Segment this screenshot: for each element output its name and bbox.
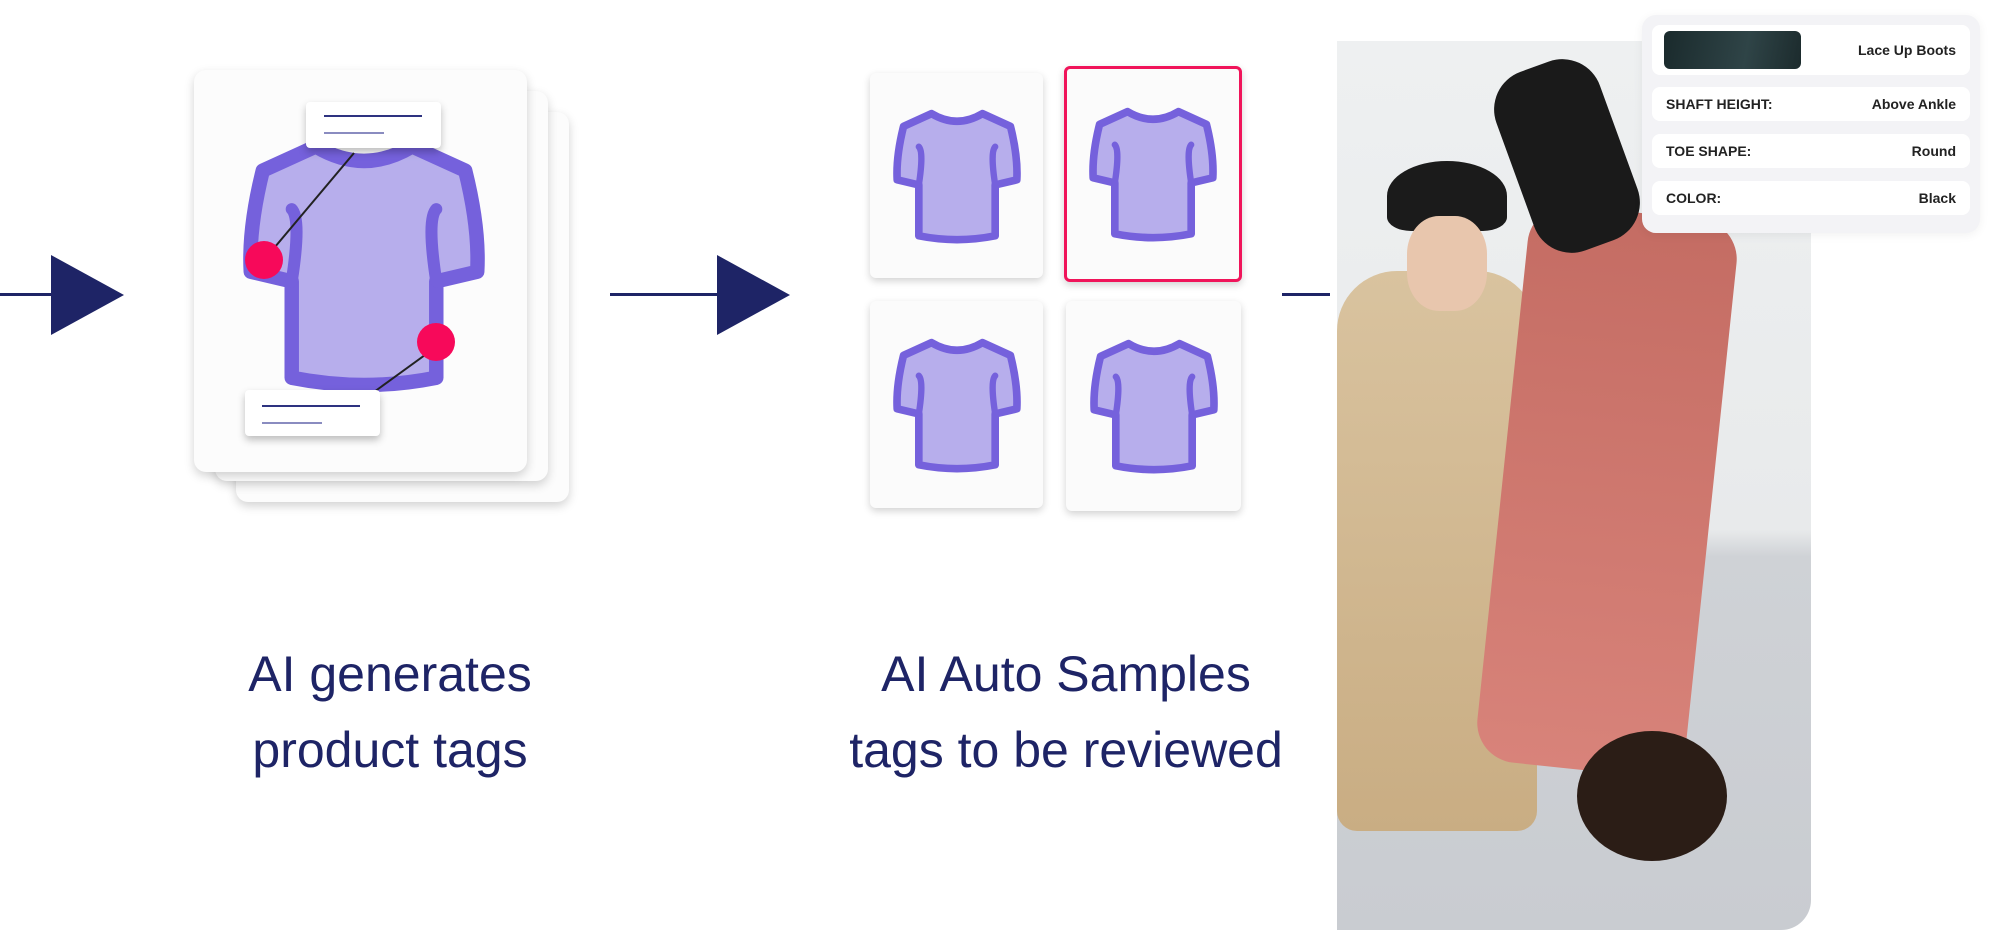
attribute-label: TOE SHAPE:	[1666, 143, 1752, 159]
tag-dot	[245, 241, 283, 279]
tshirt-icon	[1090, 336, 1218, 476]
caption-line: tags to be reviewed	[849, 722, 1283, 778]
attribute-value: Black	[1918, 190, 1956, 206]
tshirt-icon	[1089, 104, 1217, 244]
attribute-row: COLOR: Black	[1652, 181, 1970, 215]
tag-dot	[417, 323, 455, 361]
sample-tile[interactable]	[870, 301, 1043, 508]
sample-tile-selected[interactable]	[1064, 66, 1242, 282]
attribute-value: Above Ankle	[1871, 96, 1956, 112]
photo-face	[1407, 216, 1487, 311]
arrow-right-icon	[51, 255, 124, 335]
step-1-caption: AI generates product tags	[110, 636, 670, 788]
tshirt-icon	[893, 106, 1021, 246]
attribute-label: SHAFT HEIGHT:	[1666, 96, 1773, 112]
sample-tile[interactable]	[870, 73, 1043, 278]
step-2-caption: AI Auto Samples tags to be reviewed	[786, 636, 1346, 788]
attribute-value: Round	[1911, 143, 1956, 159]
attribute-label: COLOR:	[1666, 190, 1722, 206]
product-tagging-card	[194, 70, 527, 472]
product-tag-panel: Lace Up Boots SHAFT HEIGHT: Above Ankle …	[1642, 15, 1980, 233]
flow-arrow-line	[0, 293, 55, 296]
flow-line-stub	[1282, 293, 1330, 296]
caption-line: product tags	[252, 722, 528, 778]
product-row: Lace Up Boots	[1652, 25, 1970, 75]
attribute-row: SHAFT HEIGHT: Above Ankle	[1652, 87, 1970, 121]
flow-arrow-line	[610, 293, 722, 296]
caption-line: AI Auto Samples	[881, 646, 1251, 702]
caption-line: AI generates	[248, 646, 532, 702]
product-thumbnail	[1664, 31, 1801, 69]
photo-boots	[1482, 47, 1652, 265]
tag-label-note	[245, 390, 380, 436]
product-name: Lace Up Boots	[1857, 42, 1956, 58]
photo-hair	[1577, 731, 1727, 861]
sample-tile[interactable]	[1066, 301, 1241, 511]
tshirt-icon	[893, 335, 1021, 475]
tag-label-note	[306, 102, 441, 148]
arrow-right-icon	[717, 255, 790, 335]
attribute-row: TOE SHAPE: Round	[1652, 134, 1970, 168]
